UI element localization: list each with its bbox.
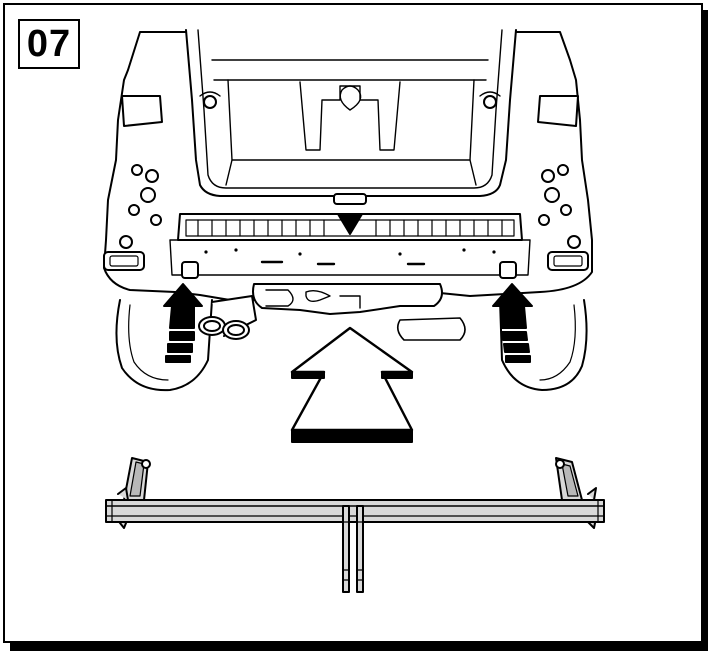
right-mount-point — [499, 261, 517, 279]
exhaust-pipes-icon — [198, 295, 257, 340]
tailgate-opening — [185, 29, 517, 197]
panel-shadow-bottom — [10, 643, 708, 651]
panel-shadow-right — [703, 10, 708, 650]
mount-direction-arrow-icon — [290, 326, 414, 443]
left-mount-point — [181, 261, 199, 279]
left-tire — [115, 299, 213, 392]
underbody-pan — [252, 283, 443, 315]
car-rear-icon — [103, 29, 593, 392]
left-lift-arrow-icon — [163, 283, 203, 363]
right-tail-light — [537, 95, 579, 127]
step-number: 07 — [26, 23, 72, 65]
towbar-icon — [105, 457, 605, 593]
left-tail-light — [121, 95, 163, 127]
right-lift-arrow-icon — [492, 283, 533, 363]
step-number-box: 07 — [18, 19, 80, 69]
